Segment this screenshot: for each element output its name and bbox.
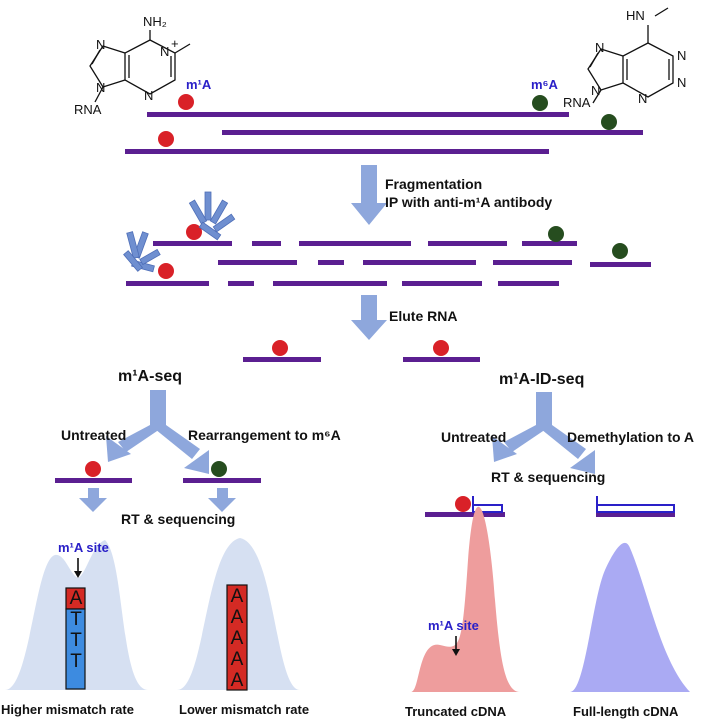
m1a-site-label-right: m¹A site xyxy=(428,618,479,633)
full-length-cdna-label: Full-length cDNA xyxy=(573,704,679,719)
elute-rna-label: Elute RNA xyxy=(389,308,458,324)
m1a-dot xyxy=(178,94,194,110)
svg-text:N: N xyxy=(591,83,600,98)
truncated-cdna-label: Truncated cDNA xyxy=(405,704,507,719)
ip-antibody-label: IP with anti-m¹A antibody xyxy=(385,194,553,210)
svg-text:N: N xyxy=(595,40,604,55)
svg-text:N: N xyxy=(677,75,686,90)
right-split-arrow xyxy=(492,392,595,474)
svg-text:N: N xyxy=(96,80,105,95)
rna-label-left: RNA xyxy=(74,102,102,117)
rna-strand xyxy=(222,130,643,135)
rna-strand xyxy=(125,149,549,154)
svg-text:N: N xyxy=(96,37,105,52)
hn-label: HN xyxy=(626,8,645,23)
m1a-chemical-structure xyxy=(89,30,191,103)
untreated-right-label: Untreated xyxy=(441,429,507,445)
atom-labels: N N N N N N N N N xyxy=(96,37,686,106)
base-letter: T xyxy=(70,651,82,672)
eluted-rna xyxy=(243,340,480,362)
truncated-cdna-peak xyxy=(411,506,520,692)
fragmentation-label: Fragmentation xyxy=(385,176,483,192)
fragment-modification-dots xyxy=(158,224,628,279)
svg-text:N: N xyxy=(677,48,686,63)
right-base-stack xyxy=(226,584,248,691)
demethylation-label: Demethylation to A xyxy=(567,429,695,445)
left-base-stack xyxy=(65,587,86,690)
rt-seq-left-label: RT & sequencing xyxy=(121,511,236,527)
m1a-top-label: m¹A xyxy=(186,77,212,92)
base-letter: A xyxy=(230,607,244,628)
base-letter: A xyxy=(230,670,244,691)
base-letter: A xyxy=(69,588,83,609)
svg-text:N: N xyxy=(638,91,647,106)
untreated-left-label: Untreated xyxy=(61,427,127,443)
lower-mismatch-label: Lower mismatch rate xyxy=(179,702,310,717)
down-arrow-1 xyxy=(351,165,387,225)
fragmented-rna xyxy=(126,241,651,286)
full-length-rna-strands xyxy=(125,112,643,154)
m6a-dot xyxy=(601,114,617,130)
base-letter: T xyxy=(70,630,82,651)
higher-mismatch-label: Higher mismatch rate xyxy=(1,702,134,717)
base-letter: A xyxy=(230,628,244,649)
m6a-chemical-structure xyxy=(587,7,674,104)
rna-label-right: RNA xyxy=(563,95,591,110)
anti-m1a-antibody-icon xyxy=(188,191,236,241)
down-arrow-2 xyxy=(351,295,387,340)
m1a-seq-title: m¹A-seq xyxy=(118,368,183,385)
m1a-site-label-left: m¹A site xyxy=(58,540,109,555)
m1a-id-seq-title: m¹A-ID-seq xyxy=(499,371,585,388)
svg-text:N: N xyxy=(144,88,153,103)
m1a-dot xyxy=(158,131,174,147)
full-length-cdna-peak xyxy=(570,542,690,692)
anti-m1a-antibody-icon xyxy=(123,231,161,273)
base-letter: A xyxy=(230,649,244,670)
base-letter: A xyxy=(230,586,244,607)
m6a-dot xyxy=(532,95,548,111)
m6a-top-label: m⁶A xyxy=(531,77,558,92)
nh2-label: NH₂ xyxy=(143,14,167,29)
rna-strand xyxy=(147,112,569,117)
rt-seq-right-label: RT & sequencing xyxy=(491,469,606,485)
site-arrows xyxy=(74,558,460,656)
top-modification-dots xyxy=(158,94,617,147)
svg-text:N: N xyxy=(160,44,169,59)
rearrangement-label: Rearrangement to m⁶A xyxy=(188,427,341,443)
plus-charge-label: + xyxy=(171,36,179,51)
small-down-arrows xyxy=(79,488,236,512)
m1a-seq-branch-rna xyxy=(55,461,261,483)
base-letter: T xyxy=(70,609,82,630)
left-split-arrow xyxy=(106,390,209,474)
m1a-id-seq-branch-rna xyxy=(425,496,675,517)
